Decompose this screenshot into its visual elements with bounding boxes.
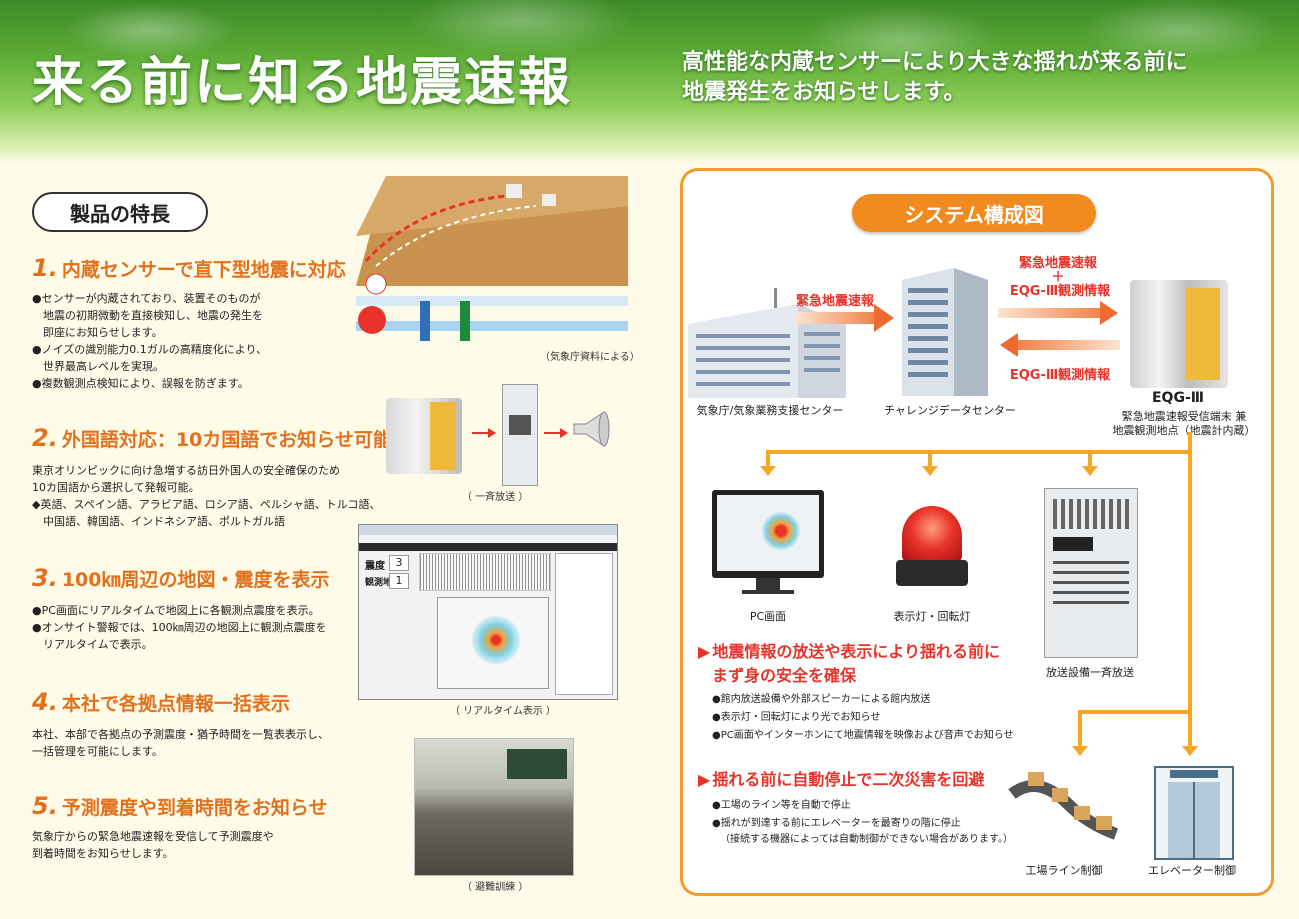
- shindo-value: 3: [389, 555, 409, 571]
- section1-bullet-1: ●館内放送設備や外部スピーカーによる館内放送: [712, 694, 931, 705]
- arrow1-label: 緊急地震速報: [796, 294, 875, 309]
- subtitle-line-2: 地震発生をお知らせします。: [682, 80, 966, 105]
- device-name: EQG-Ⅲ: [1151, 390, 1204, 406]
- arrow-icon: [472, 432, 490, 434]
- pc-label: PC画面: [749, 610, 787, 623]
- arrow-icon: [488, 428, 496, 438]
- arrow-right-icon: [796, 312, 876, 324]
- arrow-head-icon: [1000, 333, 1018, 357]
- arrow-head-icon: [874, 304, 894, 332]
- eqg-device-image: [386, 398, 462, 474]
- elevator-label: エレベーター制御: [1148, 864, 1236, 877]
- arrow2-plus: ＋: [1051, 270, 1065, 285]
- warning-lamp-image: [902, 506, 962, 562]
- header-banner: [0, 0, 1299, 165]
- broadcast-rack-image: [1044, 488, 1138, 658]
- arrow-icon: [544, 432, 562, 434]
- speaker-icon: [573, 411, 610, 447]
- features-heading: 製品の特長: [32, 192, 208, 232]
- device-desc-2: 地震観測地点（地震計内蔵）: [1112, 424, 1256, 437]
- section1-bullet-3: ●PC画面やインターホンにて地震情報を映像および音声でお知らせ: [712, 730, 1014, 741]
- arrow2-label-line2: EQG-Ⅲ観測情報: [1009, 284, 1111, 299]
- earthquake-diagram-image: [356, 166, 628, 346]
- subtitle-line-1: 高性能な内蔵センサーにより大きな揺れが来る前に: [682, 50, 1188, 75]
- jma-label: 気象庁/気象業務支援センター: [696, 404, 844, 417]
- lamp-base: [896, 560, 968, 586]
- distribution-line: [1078, 710, 1082, 748]
- feature-1-title: 1.内蔵センサーで直下型地震に対応: [32, 254, 346, 282]
- arrow-down-icon: [922, 466, 938, 476]
- feature-2-title: 2.外国語対応：10カ国語でお知らせ可能: [32, 424, 392, 452]
- broadcast-rack-image: [502, 384, 538, 486]
- datacenter-building-image: [902, 268, 988, 396]
- feature-4-body: 本社、本部で各拠点の予測震度・猶予時間を一覧表表示し、一括管理を可能にします。: [32, 728, 329, 758]
- distribution-line: [1078, 710, 1190, 714]
- arrow2-label-line1: 緊急地震速報: [1018, 256, 1097, 271]
- elevator-image: [1154, 766, 1234, 860]
- section2-bullet-3: （接続する機器によっては自動制御ができない場合があります。）: [720, 834, 1013, 845]
- eqg-iii-device-image: [1130, 280, 1228, 388]
- lamp-label: 表示灯・回転灯: [893, 610, 971, 623]
- arrow-down-icon: [1072, 746, 1088, 756]
- distribution-line: [1088, 450, 1092, 468]
- jma-caption: （気象庁資料による）: [540, 352, 640, 363]
- pc-monitor-image: [712, 490, 824, 578]
- section1-title-line2: まず身の安全を確保: [712, 666, 857, 685]
- feature-3-title: 3.100㎞周辺の地図・震度を表示: [32, 564, 330, 592]
- evacuation-drill-photo: [414, 738, 574, 876]
- arrow-down-icon: [1082, 466, 1098, 476]
- arrow-right-icon: [998, 308, 1102, 318]
- device-desc-1: 緊急地震速報受信端末 兼: [1121, 410, 1247, 423]
- jma-building-image: [688, 288, 846, 398]
- datacenter-label: チャレンジデータセンター: [884, 404, 1016, 417]
- page-title: 来る前に知る地震速報: [32, 53, 573, 113]
- feature-5-body: 気象庁からの緊急地震速報を受信して予測震度や到着時間をお知らせします。: [32, 830, 274, 860]
- monitor-stand: [756, 578, 780, 590]
- arrow-left-icon: [1018, 340, 1120, 350]
- arrow-icon: [560, 428, 568, 438]
- factory-label: 工場ライン制御: [1025, 864, 1103, 877]
- system-heading: システム構成図: [852, 194, 1096, 232]
- realtime-caption: （ リアルタイム表示 ）: [450, 706, 557, 717]
- section2-bullet-1: ●工場のライン等を自動で停止: [712, 800, 851, 811]
- monitor-base: [742, 590, 794, 594]
- arrow-down-icon: [760, 466, 776, 476]
- section2-title: ▶揺れる前に自動停止で二次災害を回避: [698, 770, 985, 789]
- feature-1-body: ●センサーが内蔵されており、装置そのものが 地震の初期微動を直接検知し、地震の発…: [32, 292, 268, 390]
- sites-value: 1: [389, 573, 409, 589]
- distribution-line: [1188, 432, 1192, 748]
- distribution-line: [766, 450, 770, 468]
- feature-5-title: 5.予測震度や到着時間をお知らせ: [32, 792, 328, 820]
- section2-bullet-2: ●揺れが到達する前にエレベーターを最寄りの階に停止: [712, 818, 961, 829]
- realtime-screen-image: 震度 3 観測地点 1: [358, 524, 618, 700]
- distribution-line: [928, 450, 932, 468]
- arrow-head-icon: [1100, 301, 1118, 325]
- shindo-label: 震度: [365, 561, 385, 572]
- arrow3-label: EQG-Ⅲ観測情報: [1009, 368, 1111, 383]
- feature-3-body: ●PC画面にリアルタイムで地図上に各観測点震度を表示。●オンサイト警報では、10…: [32, 604, 327, 651]
- arrow-down-icon: [1182, 746, 1198, 756]
- section1-bullet-2: ●表示灯・回転灯により光でお知らせ: [712, 712, 881, 723]
- sites-label: 観測地点: [365, 578, 402, 588]
- distribution-line: [766, 450, 1190, 454]
- broadcast-caption: （ 一斉放送 ）: [462, 492, 529, 503]
- drill-caption: （ 避難訓練 ）: [462, 882, 529, 893]
- feature-4-title: 4.本社で各拠点情報一括表示: [32, 688, 290, 716]
- factory-line-image: [1008, 772, 1119, 840]
- broadcast-label: 放送設備一斉放送: [1046, 666, 1134, 679]
- section1-title-line1: ▶地震情報の放送や表示により揺れる前に: [698, 642, 1000, 661]
